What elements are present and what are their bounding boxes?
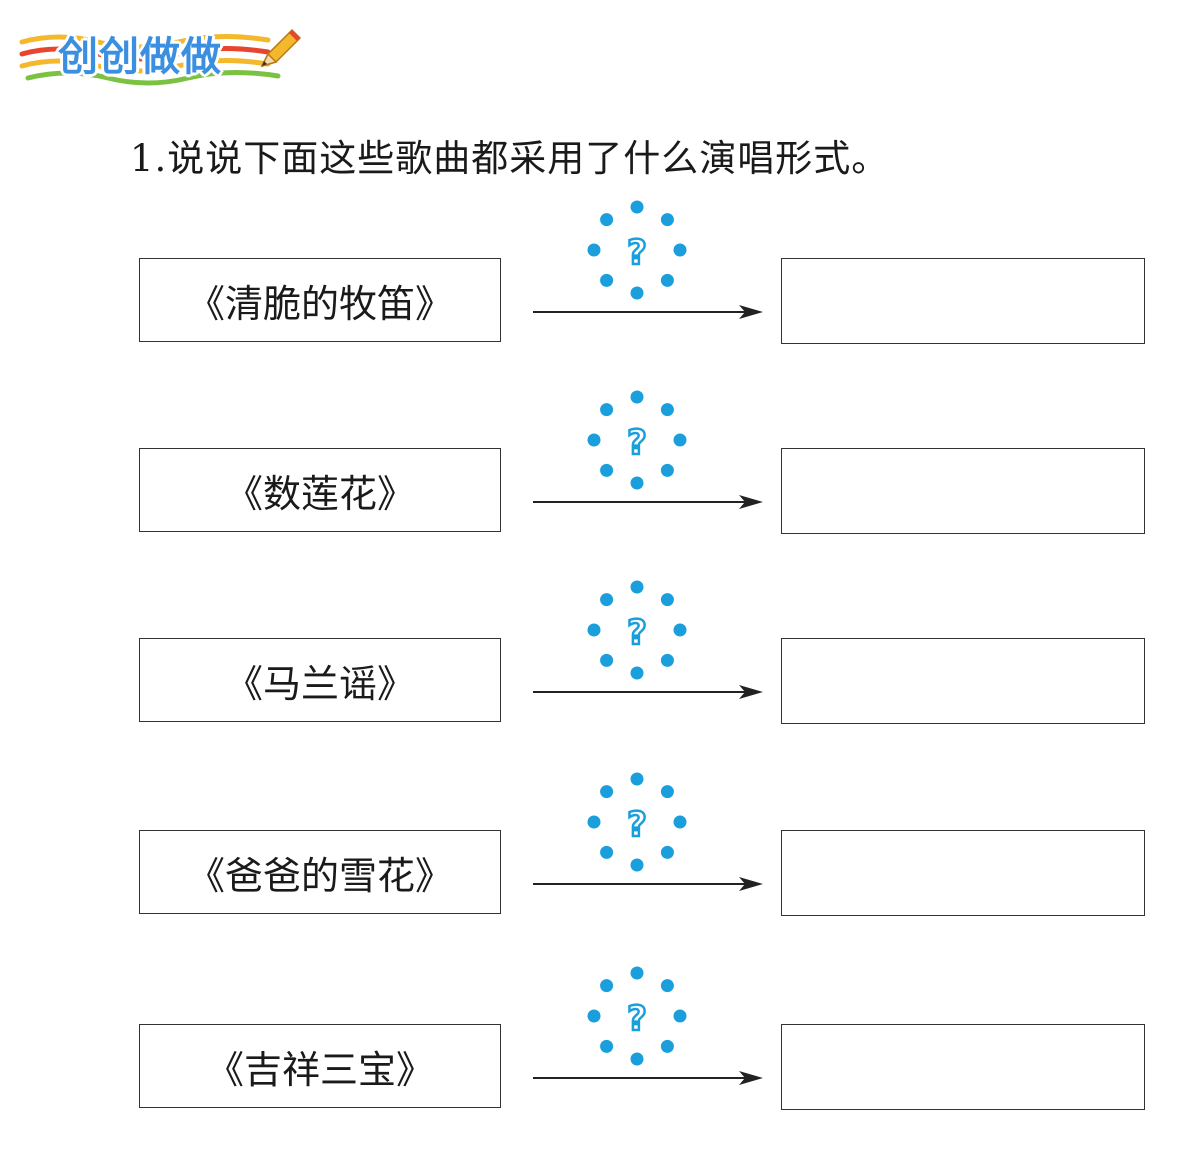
song-title: 《马兰谣》 xyxy=(224,661,415,706)
question-dots-icon: ? xyxy=(587,390,687,490)
section-title: 创创做做 xyxy=(58,34,222,80)
song-title: 《爸爸的雪花》 xyxy=(186,853,453,898)
hint-dot xyxy=(587,1009,601,1023)
hint-dot xyxy=(600,845,614,859)
question-dots-icon: ? xyxy=(587,580,687,680)
hint-dot xyxy=(673,243,687,257)
hint-dot xyxy=(600,785,614,799)
hint-dot xyxy=(630,200,644,214)
song-title: 《吉祥三宝》 xyxy=(205,1047,434,1092)
song-title-box: 《清脆的牧笛》 xyxy=(139,258,501,342)
question-mark: ? xyxy=(627,423,647,463)
song-title-box: 《吉祥三宝》 xyxy=(139,1024,501,1108)
hint-dot xyxy=(630,772,644,786)
wave-lines-icon xyxy=(19,33,281,86)
question-mark: ? xyxy=(627,613,647,653)
matching-row: ? 《清脆的牧笛》 xyxy=(0,200,1200,370)
hint-dot xyxy=(673,1009,687,1023)
answer-box[interactable] xyxy=(781,1024,1145,1110)
matching-row: ? 《爸爸的雪花》 xyxy=(0,772,1200,942)
question-dots-icon: ? xyxy=(587,200,687,300)
hint-dot xyxy=(660,593,674,607)
hint-dot xyxy=(630,858,644,872)
hint-dot xyxy=(660,845,674,859)
question-mark: ? xyxy=(627,805,647,845)
song-title-box: 《数莲花》 xyxy=(139,448,501,532)
answer-box[interactable] xyxy=(781,448,1145,534)
arrow-right-icon xyxy=(533,685,763,699)
hint-dot xyxy=(600,213,614,227)
hint-dot xyxy=(660,463,674,477)
song-title: 《清脆的牧笛》 xyxy=(186,281,453,326)
matching-row: ? 《吉祥三宝》 xyxy=(0,966,1200,1136)
hint-dot xyxy=(630,966,644,980)
hint-dot xyxy=(587,815,601,829)
hint-dot xyxy=(600,593,614,607)
question-dots-icon: ? xyxy=(587,772,687,872)
hint-dot xyxy=(630,666,644,680)
hint-dot xyxy=(630,1052,644,1066)
hint-dot xyxy=(660,273,674,287)
answer-box[interactable] xyxy=(781,830,1145,916)
hint-dot xyxy=(587,243,601,257)
hint-dot xyxy=(630,390,644,404)
matching-row: ? 《马兰谣》 xyxy=(0,580,1200,750)
arrow-right-icon xyxy=(533,877,763,891)
hint-dot xyxy=(600,273,614,287)
hint-dot xyxy=(600,463,614,477)
arrow-right-icon xyxy=(533,495,763,509)
song-title-box: 《马兰谣》 xyxy=(139,638,501,722)
hint-dot xyxy=(660,785,674,799)
question-dots-icon: ? xyxy=(587,966,687,1066)
arrow-right-icon xyxy=(533,305,763,319)
section-header-logo: 创创做做 xyxy=(18,14,308,86)
hint-dot xyxy=(600,653,614,667)
answer-box[interactable] xyxy=(781,258,1145,344)
hint-dot xyxy=(630,580,644,594)
arrow-right-icon xyxy=(533,1071,763,1085)
hint-dot xyxy=(660,979,674,993)
hint-dot xyxy=(600,403,614,417)
hint-dot xyxy=(660,653,674,667)
answer-box[interactable] xyxy=(781,638,1145,724)
pencil-icon xyxy=(260,28,302,68)
song-title-box: 《爸爸的雪花》 xyxy=(139,830,501,914)
hint-dot xyxy=(630,476,644,490)
hint-dot xyxy=(587,433,601,447)
song-title: 《数莲花》 xyxy=(224,471,415,516)
question-mark: ? xyxy=(627,999,647,1039)
question-text: 1.说说下面这些歌曲都采用了什么演唱形式。 xyxy=(130,137,890,180)
hint-dot xyxy=(673,433,687,447)
hint-dot xyxy=(600,1039,614,1053)
hint-dot xyxy=(673,623,687,637)
hint-dot xyxy=(660,1039,674,1053)
hint-dot xyxy=(600,979,614,993)
hint-dot xyxy=(660,403,674,417)
hint-dot xyxy=(660,213,674,227)
hint-dot xyxy=(630,286,644,300)
hint-dot xyxy=(587,623,601,637)
hint-dot xyxy=(673,815,687,829)
matching-row: ? 《数莲花》 xyxy=(0,390,1200,560)
question-mark: ? xyxy=(627,233,647,273)
